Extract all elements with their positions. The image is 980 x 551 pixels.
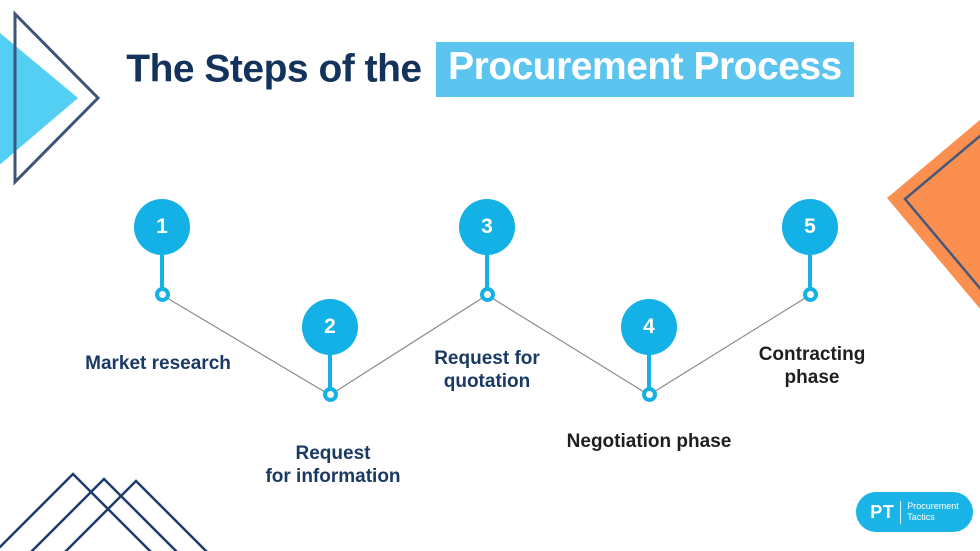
logo-name: Procurement Tactics bbox=[907, 501, 959, 524]
step-5-stem bbox=[808, 253, 812, 289]
step-5-label: Contracting phase bbox=[758, 344, 866, 388]
step-5-number: 5 bbox=[804, 215, 816, 238]
step-2-marker-ring bbox=[323, 387, 338, 402]
step-1-marker-ring bbox=[155, 287, 170, 302]
step-1-number: 1 bbox=[156, 215, 168, 238]
step-4-marker-ring bbox=[642, 387, 657, 402]
logo-divider bbox=[900, 500, 902, 524]
step-2-circle: 2 bbox=[302, 299, 358, 355]
step-3-stem bbox=[485, 253, 489, 289]
logo-abbr: PT bbox=[870, 501, 895, 522]
title-prefix-text: The Steps of the bbox=[126, 47, 422, 91]
step-1-stem bbox=[160, 253, 164, 289]
logo-name-line2: Tactics bbox=[907, 512, 935, 522]
step-2-stem bbox=[328, 353, 332, 389]
step-3-number: 3 bbox=[481, 215, 493, 238]
page-title: The Steps of the Procurement Process bbox=[0, 42, 980, 97]
step-3-marker-ring bbox=[480, 287, 495, 302]
logo-name-line1: Procurement bbox=[907, 500, 959, 511]
step-5-circle: 5 bbox=[782, 199, 838, 255]
title-highlighted-text: Procurement Process bbox=[436, 42, 854, 97]
step-4-stem bbox=[647, 353, 651, 389]
step-1-label: Market research bbox=[85, 353, 231, 374]
step-5-marker-ring bbox=[803, 287, 818, 302]
step-3-circle: 3 bbox=[459, 199, 515, 255]
step-3-label: Request for quotation bbox=[434, 348, 540, 392]
procurement-tactics-logo: PT Procurement Tactics bbox=[856, 492, 973, 532]
step-4-label: Negotiation phase bbox=[566, 431, 732, 452]
step-4-circle: 4 bbox=[621, 299, 677, 355]
step-2-label: Request for information bbox=[265, 443, 401, 487]
step-4-number: 4 bbox=[643, 315, 655, 338]
step-2-number: 2 bbox=[324, 315, 336, 338]
step-1-circle: 1 bbox=[134, 199, 190, 255]
